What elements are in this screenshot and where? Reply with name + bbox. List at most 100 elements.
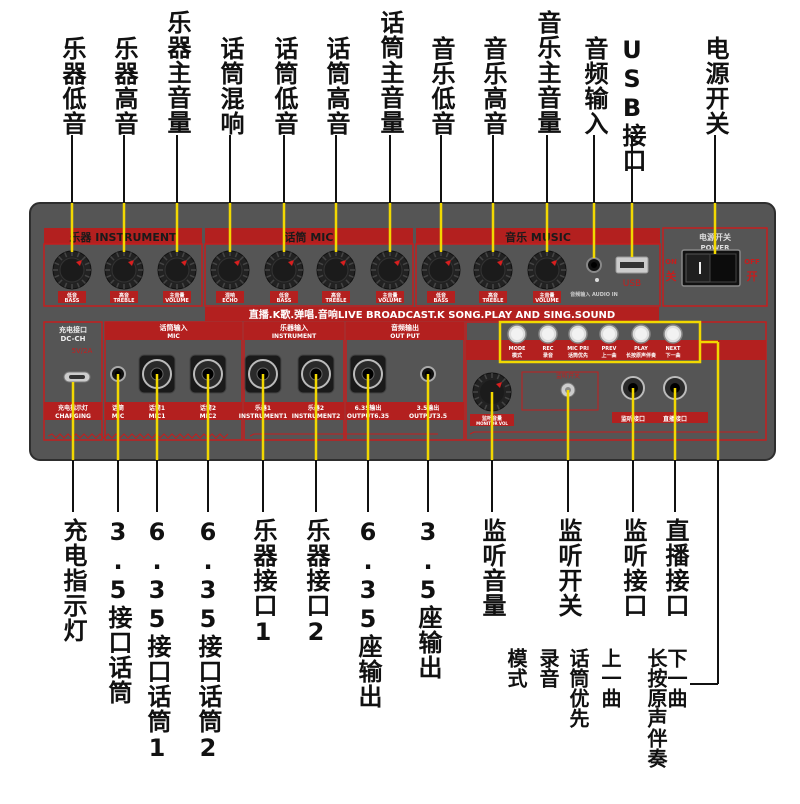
label-mon_sw: 监听开关 (554, 518, 582, 618)
power-on-text: ON (665, 258, 677, 266)
knob-grip (345, 279, 350, 284)
io-title-plate (105, 322, 242, 340)
knob-label-plate (58, 291, 86, 303)
knob-indicator (288, 260, 294, 266)
button-face (511, 328, 523, 340)
button-label-cn: 录音 (543, 352, 553, 359)
knob-grip (501, 401, 506, 406)
knob-grip (136, 262, 142, 266)
monitor-switch-frame (521, 371, 599, 411)
label-mic_pri: 话筒优先 (566, 648, 590, 728)
knob-label-en: BASS (65, 298, 80, 304)
usb-c-inner (69, 375, 85, 379)
knob-grip (376, 279, 381, 284)
monitor-jack-plate (612, 412, 708, 423)
knob-grip (529, 262, 535, 266)
knob-label-cn: 低音 (435, 292, 446, 299)
power-off-cn: 关 (666, 269, 677, 283)
section-header-label: 话筒 MIC (285, 230, 334, 244)
label-music_treble: 音乐高音 (479, 36, 507, 136)
knob-grip (296, 262, 302, 266)
label-music_bass: 音乐低音 (427, 36, 455, 136)
label-usb: USB接口 (618, 36, 646, 173)
knob-grip (505, 274, 511, 278)
knob-grip (106, 274, 112, 278)
knob-label-en: VOLUME (535, 298, 559, 304)
knob-grip (445, 252, 449, 258)
knob-grip (242, 274, 248, 278)
knob-grip (288, 282, 292, 288)
knob-grip (478, 401, 483, 406)
charge-title: 充电接口 (59, 325, 87, 334)
knob-label-en: BASS (434, 298, 449, 304)
wave-decoration (249, 433, 438, 437)
knob-grip (453, 262, 459, 266)
knob-grip (84, 262, 90, 266)
label-direct: 直播接口 (661, 518, 689, 618)
label-out635: 6.35座输出 (354, 518, 382, 709)
knob-grip (450, 279, 455, 284)
io-label-plate (105, 402, 242, 420)
knob-grip (133, 256, 138, 261)
knob-grip (348, 274, 354, 278)
knob-grip (394, 282, 398, 288)
knob-grip (159, 274, 165, 278)
io-title: 话筒输入 (160, 323, 188, 332)
knob-grip (181, 252, 185, 258)
io-sub: INSTRUMENT (272, 333, 317, 340)
audio-in-label: 音频输入 AUDIO IN (570, 291, 618, 298)
section-frame (204, 243, 414, 307)
knob-grip (433, 252, 437, 258)
knob-grip (485, 252, 489, 258)
button-label-en: MIC PRI (567, 346, 589, 352)
knob-grip (189, 274, 195, 278)
knob-grip (169, 252, 173, 258)
knob-label-plate (533, 291, 561, 303)
power-rocker (685, 253, 711, 283)
knob-grip (296, 274, 302, 278)
section-frame (415, 243, 661, 307)
knob-grip (399, 256, 404, 261)
knob-grip (163, 279, 168, 284)
knob-grip (328, 282, 332, 288)
label-mic_bass: 话筒低音 (270, 36, 298, 136)
label-mic2: 6.35接口话筒2 (194, 518, 222, 763)
knob-grip (445, 282, 449, 288)
knob-grip (505, 262, 511, 266)
label-mic_treble: 话筒高音 (322, 36, 350, 136)
knob-grip (159, 262, 165, 266)
knob-grip (450, 256, 455, 261)
knob-grip (479, 279, 484, 284)
leader-lines (70, 135, 720, 685)
knob-grip (270, 279, 275, 284)
button-label-cn: 话筒优先 (568, 352, 588, 359)
label-mon_jack: 监听接口 (619, 518, 647, 618)
knob-grip (110, 279, 115, 284)
knob-grip (189, 262, 195, 266)
io-title-plate (346, 322, 464, 340)
wave-decoration (47, 433, 229, 439)
knob-indicator (497, 260, 503, 266)
knob-indicator (181, 260, 187, 266)
knob-grip (474, 384, 480, 388)
knob-grip (54, 262, 60, 266)
knob-label-plate (427, 291, 455, 303)
knob-grip (128, 282, 132, 288)
banner-bar (205, 307, 659, 321)
knob-indicator (551, 260, 557, 266)
knob-grip (64, 282, 68, 288)
io-title: 乐器输入 (280, 323, 308, 332)
knob-grip (484, 404, 488, 410)
knob-grip (242, 262, 248, 266)
knob-grip (475, 274, 481, 278)
knob-label-plate (163, 291, 191, 303)
knob-grip (394, 252, 398, 258)
knob-grip (423, 274, 429, 278)
label-rec: 录音 (536, 648, 560, 688)
button-label-en: REC (543, 346, 554, 352)
button-label-en: NEXT (666, 346, 681, 352)
io-label-plate (346, 402, 464, 420)
section-header-bar (416, 228, 660, 244)
knob-grip (539, 282, 543, 288)
knob-grip (58, 279, 63, 284)
